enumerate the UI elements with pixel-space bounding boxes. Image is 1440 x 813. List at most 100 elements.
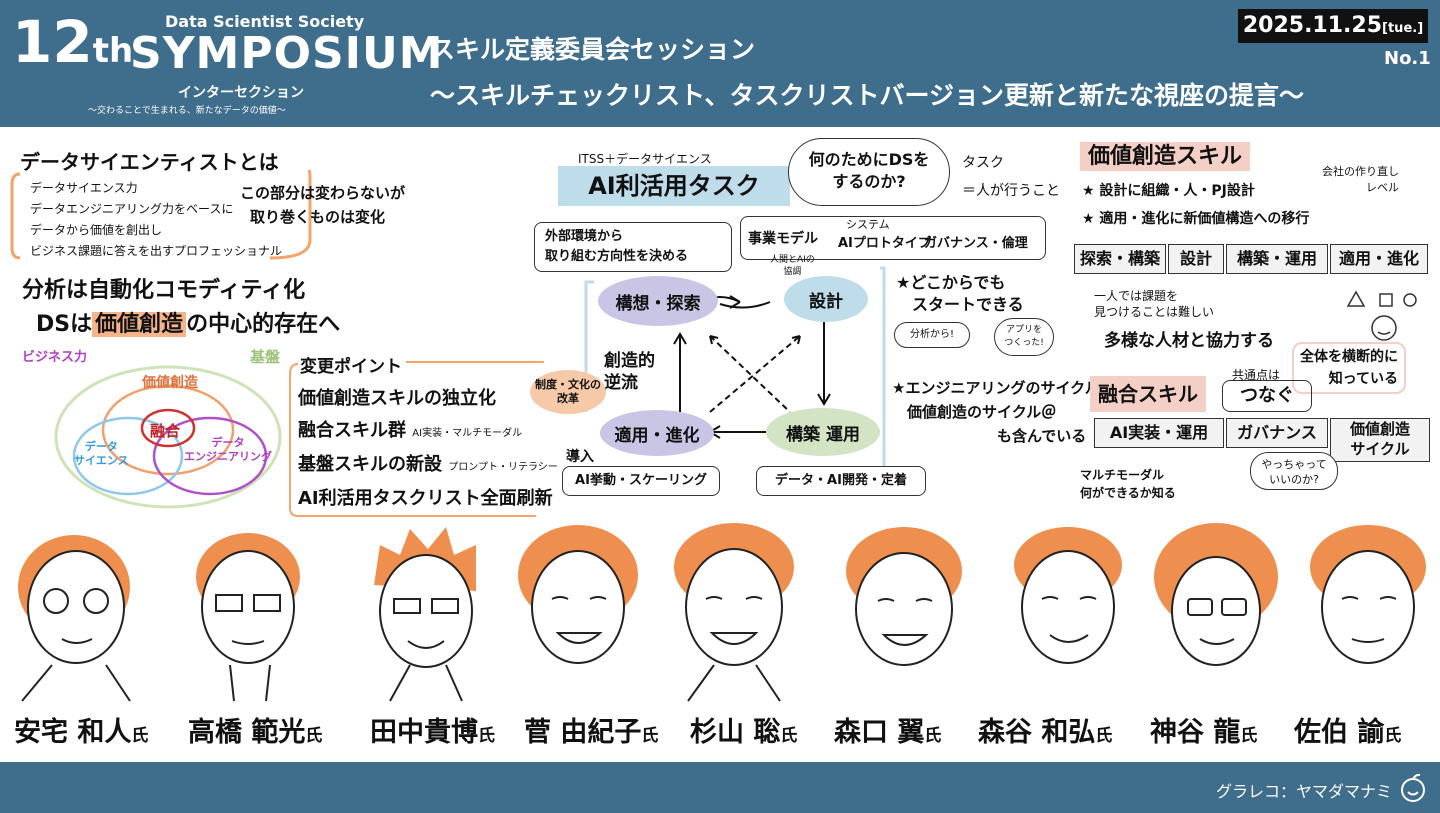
person-face — [1014, 527, 1122, 664]
venn-data-science: データ サイエンス — [74, 440, 129, 467]
data-dev-box: データ・AI開発・定着 — [756, 466, 926, 496]
person-face — [846, 527, 962, 666]
ai-prototype: AIプロトタイプ — [838, 236, 931, 251]
venn-business-label: ビジネス力 — [22, 350, 88, 365]
person-name: 杉山 聡氏 — [690, 717, 798, 748]
value-skill-bullet: ★ 適用・進化に新価値構造への移行 — [1082, 211, 1310, 227]
person-face — [674, 523, 794, 702]
session-title: スキル定義委員会セッション — [430, 35, 756, 64]
person-face — [18, 535, 131, 702]
person-face — [1310, 525, 1426, 664]
symposium-subtitle: インターセクション — [178, 85, 304, 101]
venn-value: 価値創造 — [142, 375, 198, 391]
person-name: 佐伯 諭氏 — [1294, 717, 1402, 748]
sheet-number: No.1 — [1384, 48, 1431, 69]
fusion-step: 価値創造 サイクル — [1330, 418, 1430, 462]
changing-note: 取り巻くものは変化 — [250, 208, 386, 226]
cycle-node-design: 設計 — [784, 276, 868, 322]
person-name: 田中貴博氏 — [370, 717, 495, 748]
value-skill-title: 価値創造スキル — [1080, 138, 1251, 171]
cycle-frame — [584, 266, 886, 482]
person-name: 森谷 和弘氏 — [978, 717, 1113, 748]
venn-diagram — [54, 365, 282, 509]
creative-backflow: 創造的 逆流 — [604, 351, 655, 393]
smile-logo-icon — [1401, 773, 1425, 802]
date-badge: 2025.11.25[tue.] — [1238, 9, 1428, 43]
cycle-node-apply: 適用・進化 — [600, 410, 714, 456]
system-culture-reform: 制度・文化の 改革 — [530, 370, 606, 414]
human-ai-collab: 人間とAIの 協調 — [770, 255, 815, 277]
venn-data-engineering: データ エンジニアリング — [184, 436, 272, 463]
people-icon — [1346, 290, 1417, 341]
commodity-note: 分析は自動化コモディティ化 — [22, 278, 306, 303]
person-face — [196, 533, 300, 702]
value-step: 設計 — [1168, 244, 1224, 274]
org-name: Data Scientist Society — [165, 12, 365, 31]
common-note: 共通点は — [1232, 368, 1281, 382]
task-note-1: タスク — [962, 155, 1004, 171]
change-item: 価値創造スキルの独立化 — [298, 388, 496, 409]
business-model: 事業モデル — [748, 231, 818, 247]
task-note-2: ＝人が行うこと — [962, 183, 1060, 199]
symposium-tagline: 〜交わることで生まれる、新たなデータの価値〜 — [88, 106, 286, 116]
ai-behavior-box: AI挙動・スケーリング — [562, 466, 720, 496]
itss-note: ITSS＋データサイエンス — [578, 152, 712, 166]
connect-label: つなぐ — [1222, 380, 1312, 412]
person-face — [1154, 523, 1278, 666]
purpose-bubble: 何のためにDSをするのか? — [788, 138, 950, 206]
changes-bracket — [289, 361, 544, 517]
person-name: 高橋 範光氏 — [188, 717, 323, 748]
venn-fusion: 融合 — [150, 422, 181, 440]
value-step: 構築・運用 — [1226, 244, 1328, 274]
fusion-step: ガバナンス — [1226, 418, 1328, 448]
ai-task-title: AI利活用タスク — [558, 166, 790, 206]
footer-banner: グラレコ：ヤマダマナミ — [0, 762, 1440, 813]
person-face — [518, 525, 638, 664]
multimodal-note: マルチモーダル 何ができるか知る — [1080, 468, 1176, 500]
person-face — [374, 527, 476, 702]
diverse-note: 多様な人材と協力する — [1104, 331, 1274, 351]
center-role-note: DSは価値創造の中心的存在へ — [36, 312, 341, 337]
change-item: AI利活用タスクリスト全面刷新 — [298, 488, 553, 509]
venn-base-label: 基盤 — [250, 348, 281, 366]
session-subtitle: 〜スキルチェックリスト、タスクリストバージョン更新と新たな視座の提言〜 — [430, 81, 1305, 110]
ds-bracket — [10, 170, 312, 260]
ds-definition-heading: データサイエンティストとは — [20, 150, 279, 174]
symposium-title: SYMPOSIUM — [130, 28, 444, 79]
from-app-bubble: アプリを つくった! — [994, 318, 1054, 356]
person-name: 神谷 龍氏 — [1150, 717, 1258, 748]
credit-text: グラレコ：ヤマダマナミ — [1215, 782, 1392, 801]
ds-definition-lines: データサイエンス力 データエンジニアリング力をベースに データから価値を創出し … — [30, 178, 282, 262]
changes-heading: 変更ポイント — [300, 357, 402, 377]
ds-line: データエンジニアリング力をベースに — [30, 202, 234, 216]
env-box: 外部環境から 取り組む方向性を決める — [534, 222, 732, 272]
cycles-note: ★エンジニアリングのサイクル＠ 価値創造のサイクル＠ も含んでいる — [892, 379, 1115, 445]
person-name: 菅 由紀子氏 — [524, 717, 659, 748]
change-item: 基盤スキルの新設 プロンプト・リテラシー — [298, 454, 558, 475]
governance: ガバナンス・倫理 — [924, 236, 1028, 251]
unchanged-note: この部分は変わらないが — [240, 184, 406, 202]
alone-note: 一人では課題を 見つけることは難しい — [1094, 289, 1215, 319]
business-model-box — [740, 216, 1046, 260]
value-step: 探索・構築 — [1074, 244, 1166, 274]
change-item: 融合スキル群 AI実装・マルチモーダル — [298, 420, 523, 441]
system-label: システム — [846, 218, 890, 231]
person-name: 森口 翼氏 — [834, 717, 942, 748]
start-anywhere: ★どこからでも スタートできる — [896, 273, 1024, 314]
header-banner: 12th Data Scientist Society SYMPOSIUM イン… — [0, 0, 1440, 127]
value-step: 適用・進化 — [1330, 244, 1428, 274]
cycle-node-plan: 構想・探索 — [598, 276, 718, 326]
edition-number: 12th — [12, 8, 134, 76]
person-name: 安宅 和人氏 — [14, 717, 149, 748]
company-rebuild-note: 会社の作り直し レベル — [1322, 165, 1399, 194]
ds-line: データサイエンス力 — [30, 181, 138, 195]
from-analysis-bubble: 分析から! — [894, 322, 970, 348]
fusion-skill-title: 融合スキル — [1090, 376, 1206, 412]
really-bubble: やっちゃって いいのか? — [1250, 452, 1338, 490]
cycle-node-build: 構築 運用 — [766, 408, 880, 456]
intro-label: 導入 — [566, 449, 594, 465]
ds-line: ビジネス課題に答えを出すプロフェッショナル — [30, 244, 283, 258]
value-skill-bullet: ★ 設計に組織・人・PJ設計 — [1082, 183, 1255, 199]
ds-line: データから価値を創出し — [30, 223, 163, 237]
cross-knowledge-note: 全体を横断的に 知っている — [1292, 342, 1406, 394]
